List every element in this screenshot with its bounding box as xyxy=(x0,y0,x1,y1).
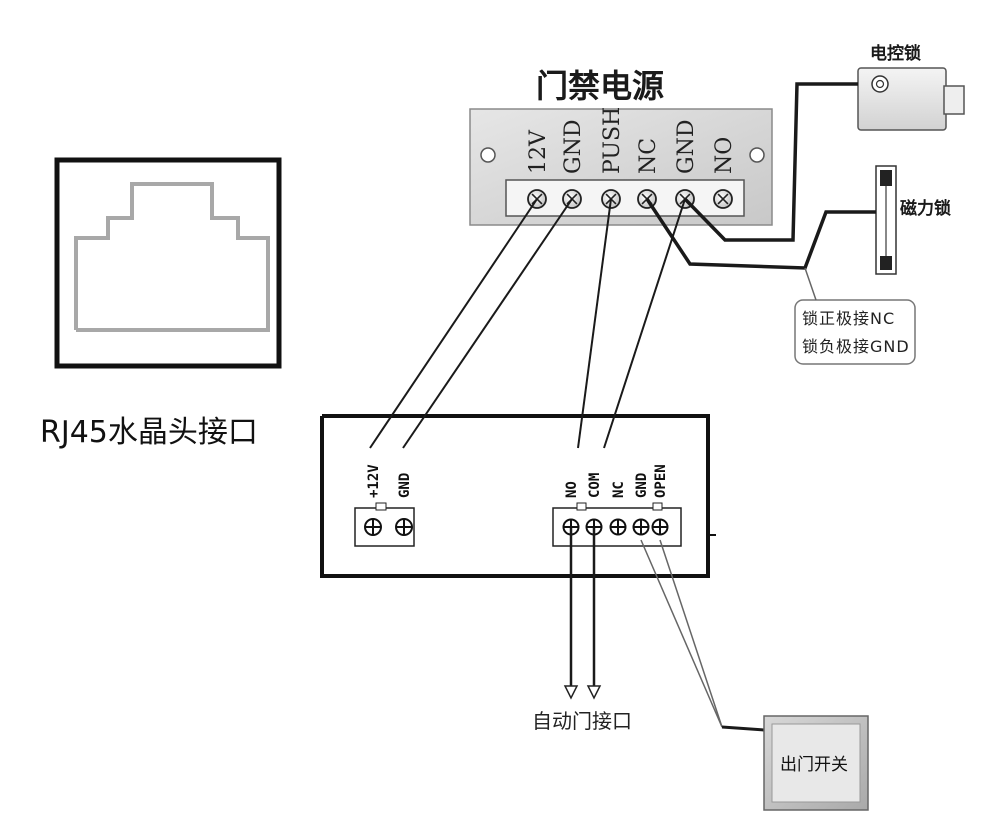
power-supply-panel xyxy=(469,108,773,226)
ctl-relay-screw xyxy=(609,518,627,536)
electric-lock xyxy=(857,67,965,131)
rj45-label: RJ45水晶头接口 xyxy=(40,415,258,450)
ctl-relay-terminal-label: COM xyxy=(587,473,603,498)
ctl-power-screw xyxy=(364,518,382,536)
controller-power-screws xyxy=(364,518,413,536)
rj45-outline xyxy=(74,182,270,332)
wire-push xyxy=(577,198,612,449)
controller-relay-screws xyxy=(562,518,669,536)
magnetic-lock xyxy=(875,165,897,275)
ps-terminal-label: GND xyxy=(561,120,586,174)
ps-terminal-label: PUSH xyxy=(600,107,625,174)
mount-hole-left xyxy=(480,147,496,163)
auto-door-label: 自动门接口 xyxy=(532,709,632,733)
ps-terminal-label: NC xyxy=(636,138,661,174)
ctl-power-terminal-label: GND xyxy=(397,473,413,498)
auto-door-arrows xyxy=(563,685,602,700)
wire-gnd-power xyxy=(402,198,573,449)
power-supply-title: 门禁电源 xyxy=(536,67,664,105)
ps-terminal-label: NO xyxy=(712,137,737,174)
ctl-relay-terminal-label: OPEN xyxy=(653,464,669,498)
exit-wire-gnd xyxy=(640,539,723,728)
ctl-relay-terminal-label: GND xyxy=(634,473,650,498)
rj45-socket xyxy=(54,157,282,369)
ps-terminal-screw xyxy=(713,189,733,209)
magnetic-lock-label: 磁力锁 xyxy=(900,198,951,219)
mount-hole-right xyxy=(749,147,765,163)
ctl-relay-screw xyxy=(651,518,669,536)
exit-switch: 出门开关 xyxy=(763,715,869,811)
note-pointer xyxy=(804,267,817,301)
wire-gnd-switch xyxy=(603,198,686,449)
ctl-relay-terminal-label: NO xyxy=(564,481,580,498)
ctl-power-terminal-label: +12V xyxy=(366,464,382,498)
lock-note-line2: 锁负极接GND xyxy=(802,337,910,356)
ctl-relay-terminal-label: NC xyxy=(611,481,627,498)
arrow-down-icon xyxy=(563,685,579,700)
electric-lock-label: 电控锁 xyxy=(870,43,921,64)
controller-power-terminal-labels: +12V GND xyxy=(366,464,413,498)
lock-wiring-note: 锁正极接NC 锁负极接GND xyxy=(794,299,916,365)
wire-12v xyxy=(369,198,538,449)
power-supply-terminal-labels: 12V GND PUSH NC GND NO xyxy=(526,107,737,174)
exit-wire-open xyxy=(659,539,723,728)
ps-terminal-label: 12V xyxy=(526,129,551,174)
exit-wire-lead xyxy=(721,725,765,732)
lock-note-line1: 锁正极接NC xyxy=(802,309,895,328)
exit-switch-label: 出门开关 xyxy=(780,755,848,775)
ctl-power-screw xyxy=(395,518,413,536)
arrow-down-icon xyxy=(586,685,602,700)
ps-terminal-label: GND xyxy=(674,120,699,174)
wires xyxy=(369,82,876,732)
ctl-relay-screw xyxy=(632,518,650,536)
wire-gnd-maglock xyxy=(683,82,858,242)
